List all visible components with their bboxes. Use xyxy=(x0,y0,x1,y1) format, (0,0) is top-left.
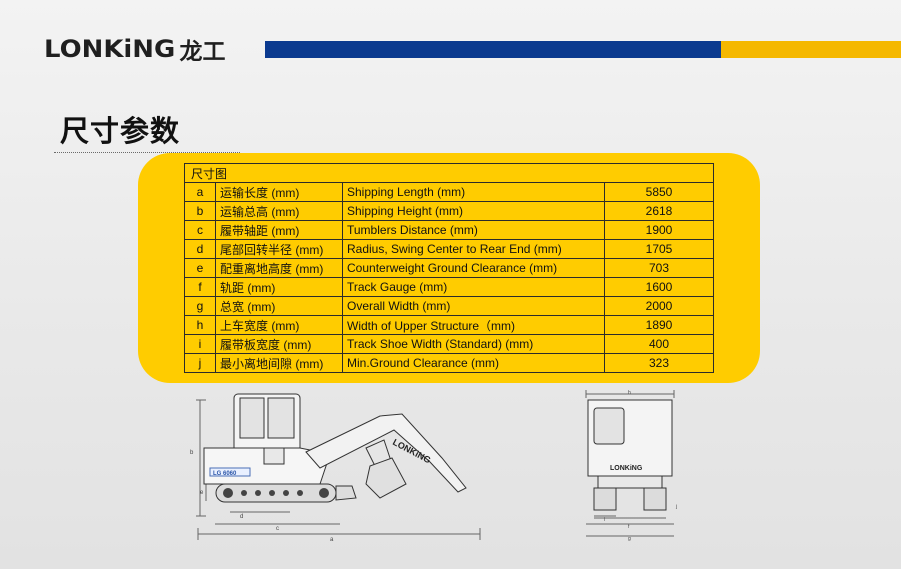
dim-label-e: e xyxy=(200,490,204,496)
row-value: 1705 xyxy=(604,239,714,259)
header-yellow-bar xyxy=(721,41,901,58)
row-cn: 最小离地间隙 (mm) xyxy=(215,353,343,373)
table-row: j 最小离地间隙 (mm) Min.Ground Clearance (mm) … xyxy=(184,353,714,373)
row-value: 703 xyxy=(604,258,714,278)
table-row: f 轨距 (mm) Track Gauge (mm) 1600 xyxy=(184,277,714,297)
row-cn: 履带板宽度 (mm) xyxy=(215,334,343,354)
row-value: 1600 xyxy=(604,277,714,297)
row-key: c xyxy=(184,220,216,240)
row-key: b xyxy=(184,201,216,221)
table-row: c 履带轴距 (mm) Tumblers Distance (mm) 1900 xyxy=(184,220,714,240)
dim-label-b: b xyxy=(190,450,194,456)
row-value: 2000 xyxy=(604,296,714,316)
row-cn: 运输总高 (mm) xyxy=(215,201,343,221)
dim-label-a: a xyxy=(330,537,334,543)
excavator-front-view: LONKiNG h i j f g xyxy=(585,390,677,542)
table-row: g 总宽 (mm) Overall Width (mm) 2000 xyxy=(184,296,714,316)
table-row: b 运输总高 (mm) Shipping Height (mm) 2618 xyxy=(184,201,714,221)
row-en: Tumblers Distance (mm) xyxy=(342,220,605,240)
row-en: Overall Width (mm) xyxy=(342,296,605,316)
title-underline xyxy=(54,152,240,153)
row-key: j xyxy=(184,353,216,373)
dim-label-c: c xyxy=(276,526,279,532)
model-text: LG 6060 xyxy=(213,471,237,477)
dim-label-g: g xyxy=(628,536,631,542)
row-cn: 履带轴距 (mm) xyxy=(215,220,343,240)
page-title: 尺寸参数 xyxy=(60,114,181,148)
dim-label-i: i xyxy=(604,517,605,523)
excavator-side-view: LONKiNG LG 6060 b a c d e xyxy=(190,393,481,543)
row-cn: 轨距 (mm) xyxy=(215,277,343,297)
row-en: Radius, Swing Center to Rear End (mm) xyxy=(342,239,605,259)
row-key: e xyxy=(184,258,216,278)
row-en: Min.Ground Clearance (mm) xyxy=(342,353,605,373)
row-key: a xyxy=(184,182,216,202)
row-cn: 尾部回转半径 (mm) xyxy=(215,239,343,259)
front-brand-text: LONKiNG xyxy=(610,465,643,472)
row-value: 5850 xyxy=(604,182,714,202)
table-row: d 尾部回转半径 (mm) Radius, Swing Center to Re… xyxy=(184,239,714,259)
row-en: Track Shoe Width (Standard) (mm) xyxy=(342,334,605,354)
row-en: Width of Upper Structure（mm) xyxy=(342,315,605,335)
logo-brand-text: LONKiNG xyxy=(44,35,176,63)
row-key: f xyxy=(184,277,216,297)
logo-brand-cn: 龙工 xyxy=(179,39,226,65)
row-en: Shipping Height (mm) xyxy=(342,201,605,221)
table-row: i 履带板宽度 (mm) Track Shoe Width (Standard)… xyxy=(184,334,714,354)
row-cn: 上车宽度 (mm) xyxy=(215,315,343,335)
table-row: e 配重离地高度 (mm) Counterweight Ground Clear… xyxy=(184,258,714,278)
row-en: Track Gauge (mm) xyxy=(342,277,605,297)
dim-label-f: f xyxy=(628,524,630,530)
table-row: a 运输长度 (mm) Shipping Length (mm) 5850 xyxy=(184,182,714,202)
spec-table: 尺寸图 a 运输长度 (mm) Shipping Length (mm) 585… xyxy=(184,163,714,373)
row-value: 1900 xyxy=(604,220,714,240)
table-row: h 上车宽度 (mm) Width of Upper Structure（mm)… xyxy=(184,315,714,335)
row-key: h xyxy=(184,315,216,335)
row-key: i xyxy=(184,334,216,354)
row-key: d xyxy=(184,239,216,259)
header-blue-bar xyxy=(265,41,721,58)
row-value: 400 xyxy=(604,334,714,354)
row-value: 2618 xyxy=(604,201,714,221)
row-en: Shipping Length (mm) xyxy=(342,182,605,202)
dim-label-d: d xyxy=(240,514,243,520)
table-header-row: 尺寸图 xyxy=(184,163,714,183)
row-value: 323 xyxy=(604,353,714,373)
row-key: g xyxy=(184,296,216,316)
row-value: 1890 xyxy=(604,315,714,335)
dim-label-h: h xyxy=(628,390,631,396)
lonking-logo: LONKiNG 龙工 xyxy=(44,34,226,65)
row-cn: 配重离地高度 (mm) xyxy=(215,258,343,278)
row-cn: 总宽 (mm) xyxy=(215,296,343,316)
row-en: Counterweight Ground Clearance (mm) xyxy=(342,258,605,278)
dim-label-j: j xyxy=(675,504,677,510)
table-header: 尺寸图 xyxy=(184,163,714,183)
row-cn: 运输长度 (mm) xyxy=(215,182,343,202)
